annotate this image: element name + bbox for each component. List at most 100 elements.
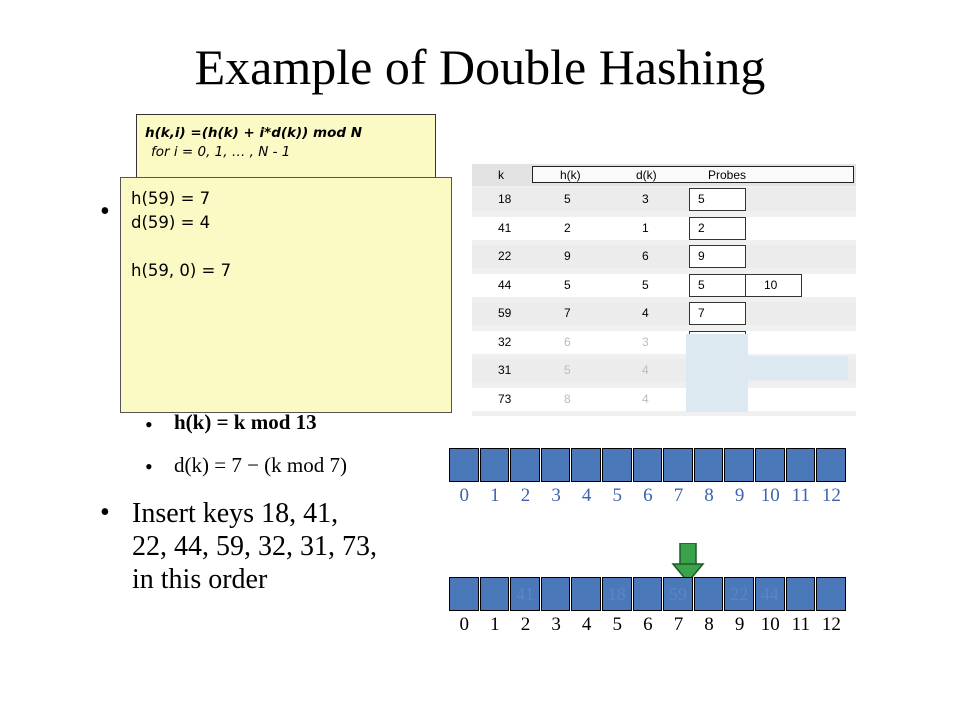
cell-k: 59 <box>498 306 512 320</box>
cell-k: 18 <box>498 192 512 206</box>
table-row: 41 2 1 2 <box>472 216 856 240</box>
hidden-probes-panel <box>686 334 748 412</box>
table-header: k h(k) d(k) Probes <box>472 164 856 186</box>
note-line-1: h(59) = 7 <box>131 189 211 208</box>
array-index: 9 <box>734 614 745 635</box>
array-slot <box>693 448 724 482</box>
array-slot: 41 <box>510 577 540 611</box>
sub-bullet-marker: • <box>145 412 153 437</box>
array-index: 11 <box>791 485 810 506</box>
array-index: 5 <box>612 614 623 635</box>
table-row: 73 8 4 <box>472 387 856 411</box>
cell-d: 3 <box>642 334 649 349</box>
hash-array-empty <box>449 448 847 482</box>
hash-function-h: h(k) = k mod 13 <box>174 410 317 434</box>
array-slot <box>571 448 601 482</box>
array-index: 1 <box>490 485 500 506</box>
cell-h: 8 <box>564 391 571 406</box>
header-dk: d(k) <box>636 168 657 182</box>
array-slot <box>601 448 632 482</box>
insert-keys-text: Insert keys 18, 41, 22, 44, 59, 32, 31, … <box>132 497 377 596</box>
array-slot <box>785 448 816 482</box>
array-index: 12 <box>821 614 841 635</box>
array-slot <box>479 448 510 482</box>
array-index: 2 <box>520 485 531 506</box>
bullet-marker: • <box>100 497 110 528</box>
cell-d: 3 <box>642 192 649 206</box>
array-slot <box>571 577 601 611</box>
array-slot <box>449 448 479 482</box>
probe-slot <box>689 188 746 211</box>
array-slot: 59 <box>663 577 693 611</box>
array-slot: 44 <box>754 577 785 611</box>
array-index: 8 <box>704 614 714 635</box>
cell-h: 2 <box>564 220 571 235</box>
array-slot <box>632 577 663 611</box>
cell-h: 5 <box>564 363 571 377</box>
probe-slot <box>745 273 802 297</box>
cell-h: 9 <box>564 249 571 263</box>
array-slot: 22 <box>724 577 754 611</box>
array-slot <box>540 577 571 611</box>
cell-k: 22 <box>498 249 512 263</box>
array-index: 5 <box>612 485 623 506</box>
note-line-3: h(59, 0) = 7 <box>131 261 232 280</box>
arrow-down-icon <box>671 543 705 583</box>
insert-line-2: 22, 44, 59, 32, 31, 73, <box>132 531 377 562</box>
bullet-marker: • <box>100 196 110 227</box>
array-index: 2 <box>520 614 531 635</box>
computation-note: h(59) = 7 d(59) = 4 h(59, 0) = 7 <box>120 177 452 413</box>
cell-k: 44 <box>498 277 512 292</box>
insert-line-1: Insert keys 18, 41, <box>132 498 339 529</box>
probe-slot <box>689 245 746 268</box>
cell-h: 6 <box>564 334 571 349</box>
array-slot <box>785 577 816 611</box>
probe-value: 5 <box>698 277 705 292</box>
hash-function-d: d(k) = 7 − (k mod 7) <box>174 453 347 477</box>
array-index: 11 <box>791 614 810 635</box>
array-slot <box>724 448 754 482</box>
array-index: 7 <box>673 485 684 506</box>
array-slot <box>663 448 693 482</box>
formula-line-2: for i = 0, 1, … , N - 1 <box>151 144 291 160</box>
array-slot <box>510 448 540 482</box>
probe-value: 5 <box>698 192 705 206</box>
array-index: 12 <box>821 485 841 506</box>
sub-bullet-marker: • <box>145 454 153 479</box>
array-slot <box>816 577 846 611</box>
slide-title: Example of Double Hashing <box>194 39 766 95</box>
probe-value: 10 <box>764 277 778 292</box>
cell-d: 5 <box>642 277 649 292</box>
cell-k: 41 <box>498 220 512 235</box>
array-slot <box>449 577 479 611</box>
array-index: 4 <box>581 614 592 635</box>
array-slot <box>816 448 846 482</box>
array-index: 7 <box>673 614 684 635</box>
array-slot <box>479 577 510 611</box>
formula-note: h(k,i) =(h(k) + i*d(k)) mod N for i = 0,… <box>136 114 436 178</box>
array-slot: 18 <box>601 577 632 611</box>
table-row: 32 6 3 <box>472 330 856 354</box>
cell-d: 1 <box>642 220 649 235</box>
array-index: 9 <box>734 485 745 506</box>
array-index: 6 <box>643 485 653 506</box>
note-line-2: d(59) = 4 <box>131 213 211 232</box>
header-hk: h(k) <box>560 168 581 182</box>
cell-k: 32 <box>498 334 512 349</box>
array-index: 3 <box>551 614 561 635</box>
header-k: k <box>498 168 504 182</box>
hidden-probes-panel <box>748 356 848 380</box>
table-row: 44 5 5 5 10 <box>472 273 856 297</box>
probe-value: 7 <box>698 306 705 320</box>
cell-d: 4 <box>642 391 649 406</box>
probe-value: 2 <box>698 220 705 235</box>
cell-h: 5 <box>564 277 571 292</box>
array-index: 6 <box>643 614 653 635</box>
cell-k: 73 <box>498 391 512 406</box>
